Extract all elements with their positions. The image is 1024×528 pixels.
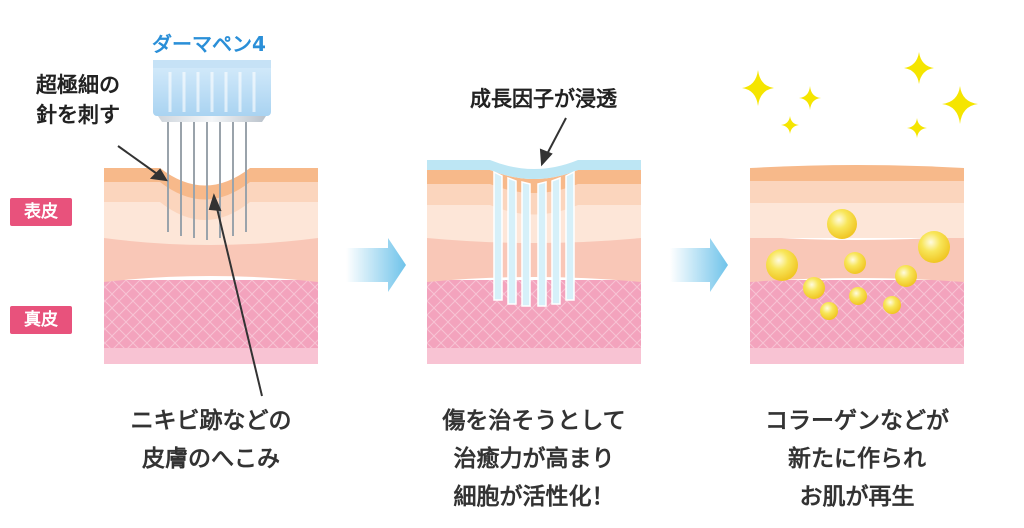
needle-note-line-1: 超極細の (36, 73, 120, 97)
lower-epidermis (427, 235, 641, 282)
caption-line: 新たに作られ (788, 446, 926, 472)
collagen-bubble-icon (895, 265, 917, 287)
caption-step-1: ニキビ跡などの 皮膚のへこみ (96, 402, 326, 478)
growth-factor-pointer-arrow (539, 117, 567, 167)
upper-epidermis (750, 180, 964, 203)
dermis-mesh (104, 280, 318, 352)
collagen-bubbles (766, 209, 950, 320)
sparkle-icon (904, 52, 934, 84)
arrow-right-icon (346, 238, 406, 292)
dermis-bottom-band (427, 348, 641, 364)
epidermis-label: 表皮 (10, 198, 72, 226)
needle-pointer-arrow (117, 145, 168, 182)
collagen-bubble-icon (766, 249, 798, 281)
needle-note: 超極細の 針を刺す (36, 70, 120, 130)
sparkle-icon (781, 116, 799, 134)
sparkle-icon (942, 86, 978, 124)
sparkle-icon (907, 118, 927, 138)
caption-step-2: 傷を治そうとして 治癒力が高まり 細胞が活性化！ (419, 402, 649, 516)
collagen-bubble-icon (820, 302, 838, 320)
mid-epidermis (750, 202, 964, 238)
dermis-mesh (750, 280, 964, 352)
sparkle-icon (799, 86, 821, 110)
panel-3-skin (750, 165, 964, 364)
panel-1-skin (104, 168, 318, 364)
arrow-right-icon (670, 238, 728, 292)
dermis-bottom-band (750, 348, 964, 364)
skin-surface (750, 165, 964, 181)
dermis-mesh (427, 280, 641, 352)
upper-epidermis (104, 180, 318, 220)
mid-epidermis (427, 203, 641, 243)
dermapen-device-icon (153, 60, 271, 122)
growth-factor-serum-layer (427, 160, 641, 179)
dermis-label: 真皮 (10, 306, 72, 334)
lower-epidermis (104, 235, 318, 282)
panel-2-skin (427, 160, 641, 364)
caption-line: お肌が再生 (799, 484, 915, 510)
collagen-bubble-icon (918, 231, 950, 263)
collagen-bubble-icon (883, 296, 901, 314)
skin-surface (427, 170, 641, 193)
needle-note-line-2: 針を刺す (36, 103, 120, 127)
caption-line: 細胞が活性化！ (453, 484, 615, 510)
caption-line: 傷を治そうとして (442, 408, 626, 434)
collagen-bubble-icon (844, 252, 866, 274)
dermis-bottom-band (104, 348, 318, 364)
sparkles (742, 52, 978, 138)
collagen-bubble-icon (827, 209, 857, 239)
sparkle-icon (742, 70, 774, 106)
serum-channels (493, 170, 575, 307)
collagen-bubble-icon (849, 287, 867, 305)
growth-factor-label: 成長因子が浸透 (470, 87, 617, 111)
dent-pointer-arrow (208, 193, 263, 397)
caption-step-3: コラーゲンなどが 新たに作られ お肌が再生 (742, 402, 972, 516)
caption-line: 治癒力が高まり (453, 446, 615, 472)
collagen-bubble-icon (803, 277, 825, 299)
caption-line: 皮膚のへこみ (142, 446, 280, 472)
caption-line: ニキビ跡などの (130, 408, 292, 434)
caption-line: コラーゲンなどが (765, 408, 949, 434)
upper-epidermis (427, 182, 641, 215)
device-name: ダーマペン4 (152, 32, 266, 56)
mid-epidermis (104, 200, 318, 245)
